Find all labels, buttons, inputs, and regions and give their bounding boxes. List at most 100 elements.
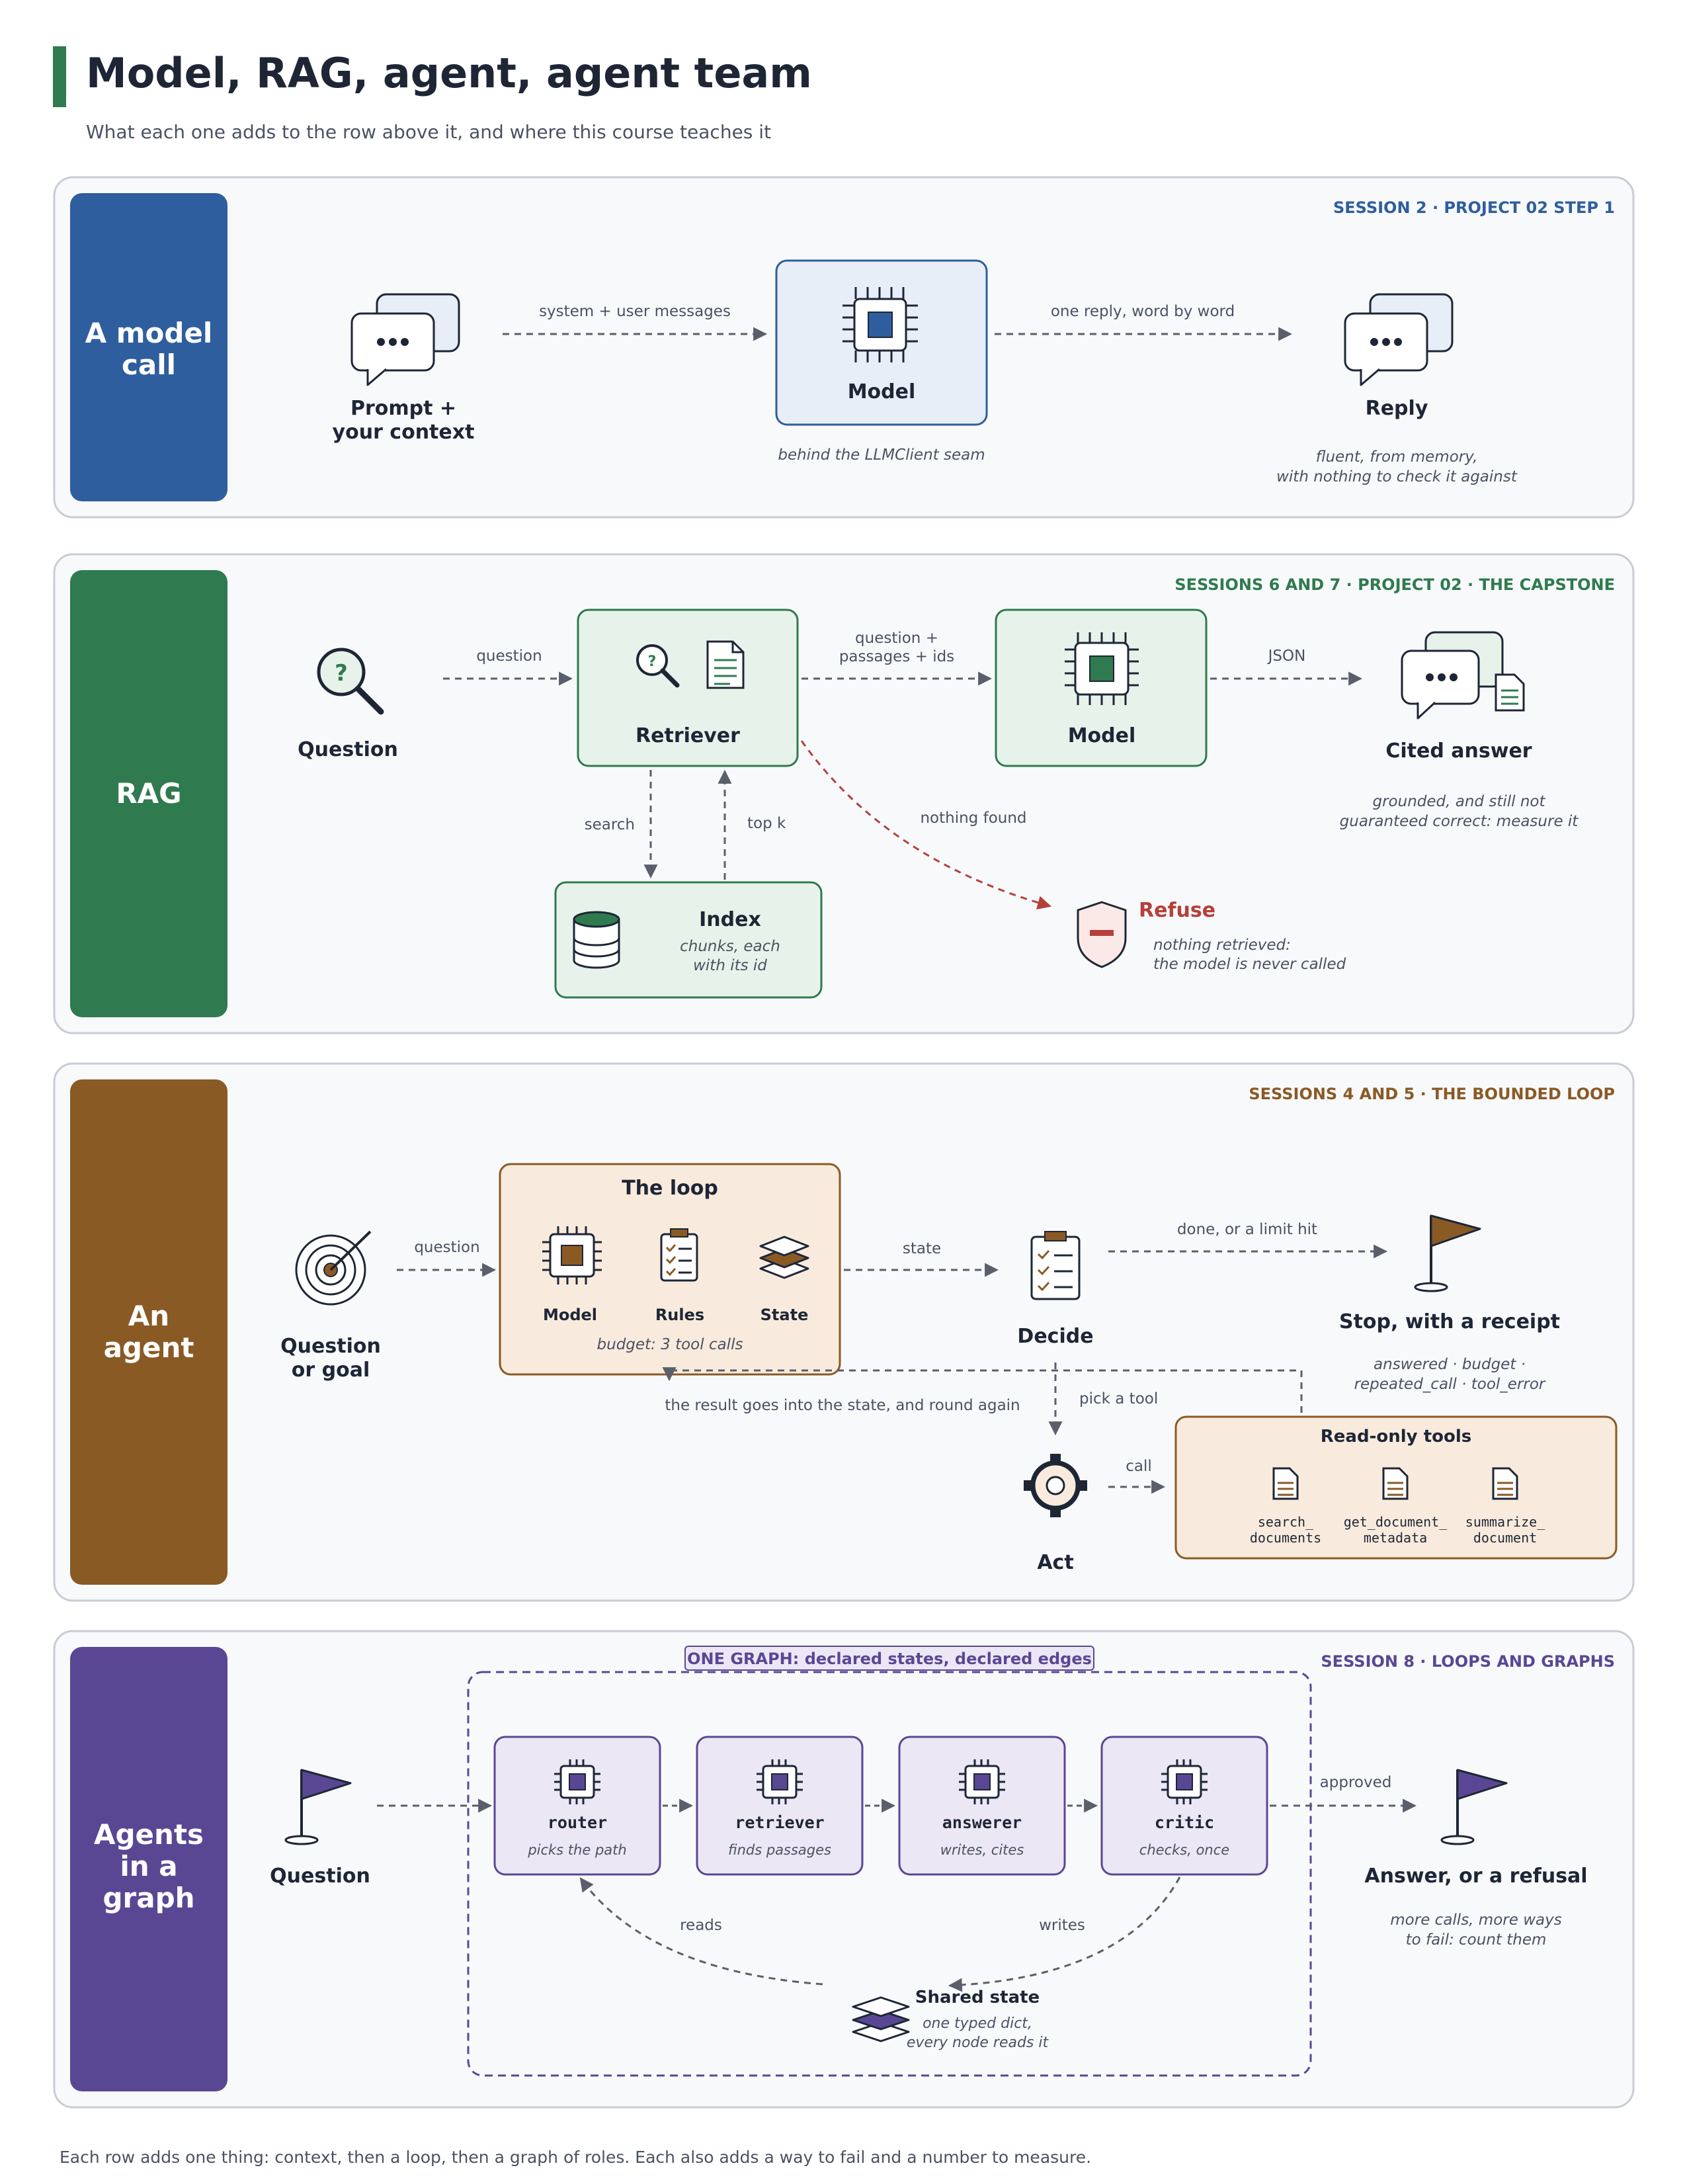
row-panel — [53, 553, 1635, 1034]
edge-pick-tool-label: pick a tool — [1079, 1390, 1158, 1407]
question-label: Question — [298, 738, 398, 761]
target-icon — [295, 1230, 372, 1306]
gear-icon — [1024, 1454, 1087, 1517]
edge-state-label: state — [903, 1240, 941, 1257]
edge-topk-label: top k — [747, 815, 786, 832]
node-router-name: router — [548, 1813, 607, 1832]
row-band — [70, 1079, 227, 1585]
chip-icon — [757, 1759, 803, 1804]
row-rag: RAG SESSIONS 6 AND 7 · PROJECT 02 · THE … — [53, 553, 1635, 1034]
database-icon — [573, 911, 620, 969]
checklist-icon — [660, 1228, 698, 1282]
node-router-note: picks the path — [527, 1842, 626, 1858]
node-router — [493, 1736, 661, 1876]
edge-done-label: done, or a limit hit — [1177, 1221, 1317, 1238]
row-band — [70, 570, 227, 1017]
tool-summarize-document: summarize_document — [1465, 1514, 1545, 1546]
edge-result-label: the result goes into the state, and roun… — [665, 1397, 1020, 1414]
chip-icon — [542, 1226, 602, 1284]
edge-messages-label: system + user messages — [539, 303, 731, 320]
graph-label: ONE GRAPH: declared states, declared edg… — [687, 1650, 1092, 1668]
question-label: Question — [270, 1865, 370, 1888]
footer-note: Each row adds one thing: context, then a… — [60, 2148, 1091, 2167]
act-label: Act — [1037, 1551, 1073, 1574]
flag-icon — [1414, 1214, 1481, 1292]
loop-budget: budget: 3 tool calls — [597, 1336, 743, 1353]
node-retriever — [696, 1736, 864, 1876]
loop-item-rules: Rules — [655, 1306, 704, 1324]
layers-icon — [759, 1236, 809, 1279]
edge-reads — [579, 1877, 823, 1986]
node-critic — [1100, 1736, 1268, 1876]
flag-icon — [1440, 1769, 1508, 1845]
chip-icon — [959, 1759, 1005, 1804]
edge-writes-label: writes — [1039, 1917, 1085, 1934]
node-critic-name: critic — [1155, 1813, 1214, 1832]
search-icon: ? — [636, 644, 680, 688]
clipboard-decide-icon — [1030, 1231, 1081, 1300]
magnifier-question-icon: ? — [317, 648, 384, 715]
model-note: behind the LLMClient seam — [778, 446, 985, 464]
svg-text:?: ? — [648, 653, 657, 670]
chip-icon — [1161, 1759, 1208, 1804]
edge-question-label: question — [414, 1239, 479, 1256]
row-session-tag: SESSIONS 6 AND 7 · PROJECT 02 · THE CAPS… — [1174, 575, 1615, 594]
edge-nothing-found-label: nothing found — [920, 810, 1026, 827]
retriever-label: Retriever — [636, 724, 740, 747]
edge-search-label: search — [585, 816, 635, 833]
shared-state-label: Shared state — [915, 1988, 1040, 2007]
document-icon — [706, 640, 745, 689]
node-answerer — [898, 1736, 1066, 1876]
loop-item-model: Model — [543, 1306, 597, 1324]
edge-reply-label: one reply, word by word — [1051, 303, 1235, 320]
chat-bubbles-icon — [350, 293, 460, 386]
edge-passages-label: question +passages + ids — [839, 630, 954, 665]
loop-title: The loop — [622, 1177, 718, 1200]
refuse-note: nothing retrieved:the model is never cal… — [1153, 937, 1346, 973]
edge-result-loop — [662, 1367, 1303, 1413]
tools-title: Read-only tools — [1321, 1427, 1471, 1447]
edge-nothing-found — [800, 740, 1052, 909]
prompt-label: Prompt +your context — [333, 397, 475, 444]
edge-question-label: question — [476, 648, 542, 665]
shield-refuse-icon — [1077, 901, 1127, 968]
shared-state-note: one typed dict,every node reads it — [907, 2015, 1049, 2051]
loop-item-state: State — [760, 1306, 809, 1324]
node-critic-note: checks, once — [1139, 1842, 1229, 1858]
row-band-label: RAG — [116, 777, 181, 810]
graph-label-box — [684, 1646, 1094, 1671]
chat-bubbles-icon — [1344, 293, 1454, 386]
decide-label: Decide — [1017, 1325, 1093, 1348]
flag-icon — [284, 1769, 352, 1845]
document-icon — [1272, 1467, 1299, 1500]
retriever-node — [577, 609, 799, 767]
row-session-tag: SESSION 2 · PROJECT 02 STEP 1 — [1333, 198, 1615, 217]
edge-call-label: call — [1126, 1458, 1152, 1475]
edge-reads-label: reads — [680, 1917, 722, 1934]
row-session-tag: SESSION 8 · LOOPS AND GRAPHS — [1321, 1652, 1615, 1671]
tool-search-documents: search_documents — [1250, 1514, 1321, 1546]
chip-icon — [842, 287, 918, 362]
cited-answer-icon — [1401, 631, 1525, 720]
document-icon — [1492, 1467, 1518, 1500]
page-subtitle: What each one adds to the row above it, … — [86, 121, 771, 143]
tool-get-document-metadata: get_document_metadata — [1344, 1514, 1448, 1546]
node-answerer-note: writes, cites — [940, 1842, 1024, 1858]
stop-label: Stop, with a receipt — [1339, 1310, 1560, 1333]
document-icon — [1382, 1467, 1409, 1500]
row-band — [70, 193, 227, 501]
svg-text:?: ? — [335, 660, 348, 687]
stop-note: answered · budget ·repeated_call · tool_… — [1354, 1356, 1546, 1393]
index-label: Index — [699, 908, 761, 931]
index-node — [554, 881, 823, 999]
